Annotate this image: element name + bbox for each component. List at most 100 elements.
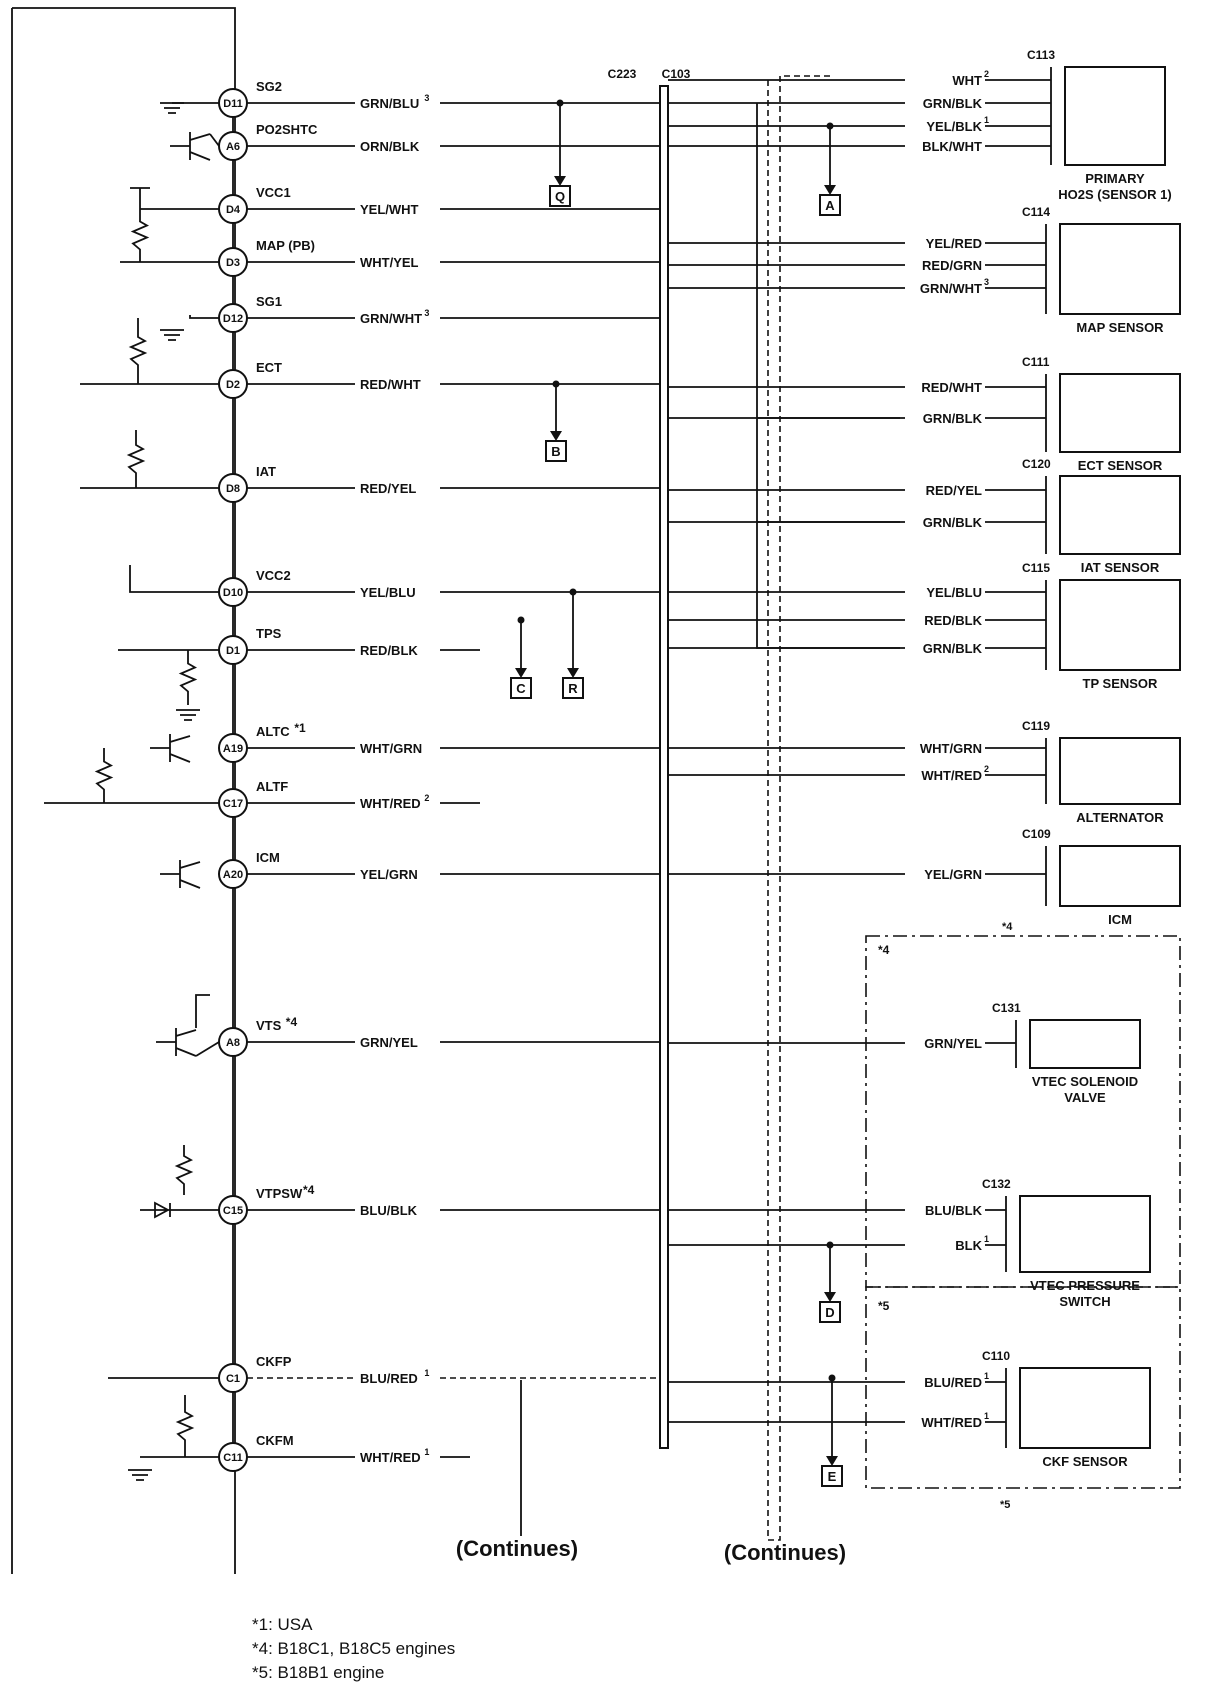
map-pullup — [120, 187, 219, 263]
pin-label-d3: D3 — [226, 257, 240, 269]
pin-label-a8: A8 — [226, 1037, 240, 1049]
component-box-c119 — [1059, 737, 1181, 805]
ref-junction-c — [517, 616, 525, 624]
wire-color-a19: WHT/GRN — [360, 741, 422, 756]
pin-circle-d4 — [218, 194, 248, 224]
right-wire-label-c115-0: YEL/BLU — [926, 585, 982, 600]
ecm-box — [11, 7, 236, 1574]
signal-name-a19: ALTC — [256, 724, 290, 739]
pin-label-a20: A20 — [223, 869, 243, 881]
ref-label-r: R — [568, 681, 578, 696]
ref-junction-d — [826, 1241, 834, 1249]
right-wire-sup-c113-0: 2 — [984, 69, 989, 79]
pin-label-d1: D1 — [226, 645, 240, 657]
ref-arrowhead-e — [826, 1456, 838, 1466]
component-name-c113: PRIMARY — [1085, 171, 1145, 186]
wire-color-d8: RED/YEL — [360, 481, 416, 496]
resistor-ect — [128, 318, 148, 384]
wire-color-c1: BLU/RED — [360, 1371, 418, 1386]
group-note-5-bottom: *5 — [1000, 1499, 1010, 1511]
continues-right: (Continues) — [724, 1540, 846, 1565]
ref-junction-b — [552, 380, 560, 388]
component-name-c110: CKF SENSOR — [1042, 1454, 1128, 1469]
pin-circle-d8 — [218, 473, 248, 503]
group-box-5 — [865, 1286, 1181, 1489]
right-wire-label-c110-0: BLU/RED — [924, 1375, 982, 1390]
component-name-c109: ICM — [1108, 912, 1132, 927]
ref-junction-q — [556, 99, 564, 107]
signal-name-a20: ICM — [256, 850, 280, 865]
connector-label-c132: C132 — [982, 1177, 1011, 1191]
component-box-c114 — [1059, 223, 1181, 315]
pin-circle-d10 — [218, 577, 248, 607]
component-box-c109 — [1059, 845, 1181, 907]
ref-junction-e — [828, 1374, 836, 1382]
pin-circle-a8 — [218, 1027, 248, 1057]
right-wire-label-c115-2: GRN/BLK — [923, 641, 983, 656]
pin-label-a6: A6 — [226, 141, 240, 153]
group-box-4 — [865, 935, 1181, 1288]
ref-box-q — [549, 185, 571, 207]
signal-name-d12: SG1 — [256, 294, 282, 309]
ref-junction-r — [569, 588, 577, 596]
signal-name-d8: IAT — [256, 464, 276, 479]
signal-name-c11: CKFM — [256, 1433, 294, 1448]
pin-label-c17: C17 — [223, 798, 243, 810]
ground-tps — [176, 709, 200, 721]
ref-junction-a — [826, 122, 834, 130]
connector-label-c115: C115 — [1022, 561, 1050, 575]
signal-note-a19: *1 — [294, 721, 306, 735]
signal-name-c1: CKFP — [256, 1354, 292, 1369]
signal-name-a6: PO2SHTC — [256, 122, 318, 137]
pin-circle-c11 — [218, 1442, 248, 1472]
wire-color-a8: GRN/YEL — [360, 1035, 418, 1050]
connector-label-c114: C114 — [1022, 205, 1050, 219]
right-wire-label-c131-0: GRN/YEL — [924, 1036, 982, 1051]
right-wire-label-c109-0: YEL/GRN — [924, 867, 982, 882]
signal-name-c15: VTPSW — [256, 1186, 303, 1201]
right-wire-label-c114-1: RED/GRN — [922, 258, 982, 273]
footnote-5: *5: B18B1 engine — [252, 1663, 384, 1682]
right-wire-sup-c119-1: 2 — [984, 764, 989, 774]
resistor-ckf — [175, 1395, 195, 1457]
right-wire-label-c113-3: BLK/WHT — [922, 139, 982, 154]
wire-color-d3: WHT/YEL — [360, 255, 419, 270]
component-box-c132 — [1019, 1195, 1151, 1273]
ref-arrowhead-r — [567, 668, 579, 678]
resistor-altf — [94, 748, 114, 803]
connector-label-c131: C131 — [992, 1001, 1021, 1015]
wire-sup-d12: 3 — [424, 308, 429, 318]
component-name-c115: TP SENSOR — [1083, 676, 1159, 691]
right-wire-label-c120-0: RED/YEL — [926, 483, 982, 498]
signal-name-d1: TPS — [256, 626, 282, 641]
wire-color-d10: YEL/BLU — [360, 585, 416, 600]
wire-color-d4: YEL/WHT — [360, 202, 419, 217]
ground-ckf — [128, 1469, 152, 1481]
wire-color-d1: RED/BLK — [360, 643, 418, 658]
ref-arrowhead-b — [550, 431, 562, 441]
signal-name-d10: VCC2 — [256, 568, 291, 583]
right-wire-label-c119-1: WHT/RED — [921, 768, 982, 783]
right-wire-label-c110-1: WHT/RED — [921, 1415, 982, 1430]
wire-color-a20: YEL/GRN — [360, 867, 418, 882]
pin-circle-d2 — [218, 369, 248, 399]
component-box-c110 — [1019, 1367, 1151, 1449]
ref-arrowhead-a — [824, 185, 836, 195]
ref-label-e: E — [828, 1469, 837, 1484]
vcc2-lead — [129, 565, 219, 593]
pin-circle-d3 — [218, 247, 248, 277]
pin-circle-c17 — [218, 788, 248, 818]
transistor-icm — [160, 860, 201, 889]
group-note-5-inner: *5 — [878, 1299, 890, 1313]
component-name-c132: VTEC PRESSURE — [1030, 1278, 1140, 1293]
right-wire-sup-c110-0: 1 — [984, 1371, 989, 1381]
ref-arrowhead-q — [554, 176, 566, 186]
right-wire-label-c111-1: GRN/BLK — [923, 411, 983, 426]
wire-sup-c17: 2 — [424, 793, 429, 803]
pin-label-d12: D12 — [223, 313, 243, 325]
component-box-c115 — [1059, 579, 1181, 671]
junction-label-c103: C103 — [662, 67, 691, 81]
right-wire-label-c115-1: RED/BLK — [924, 613, 982, 628]
sg1-lead — [189, 315, 219, 319]
